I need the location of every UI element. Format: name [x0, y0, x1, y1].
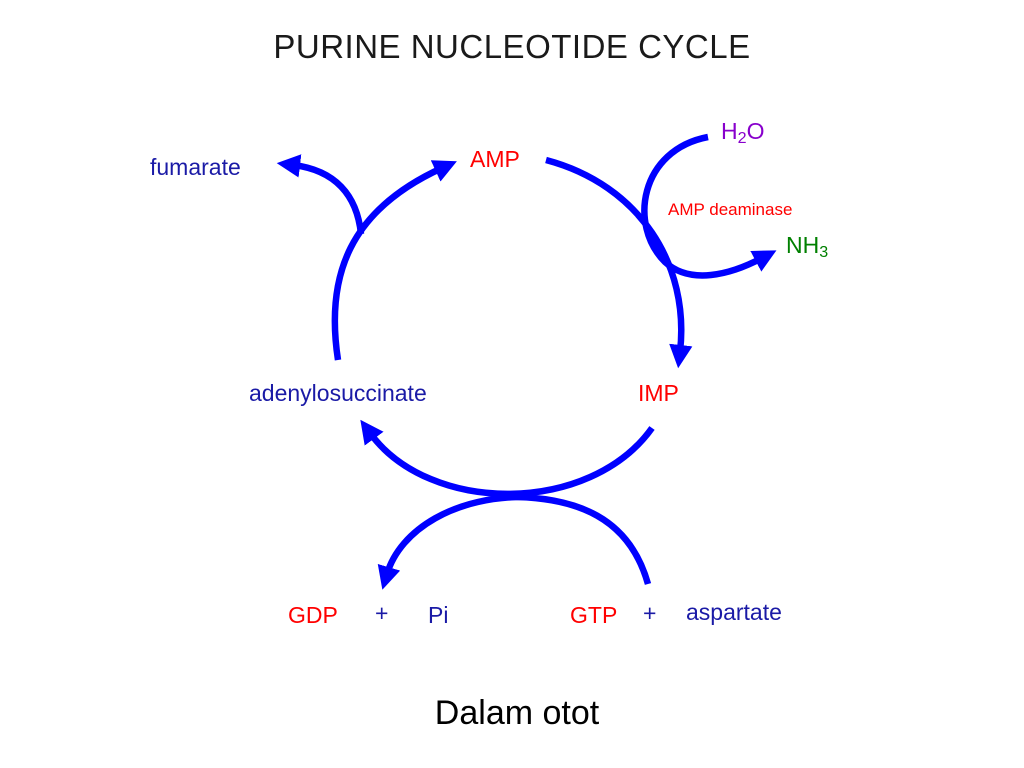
imp-label: IMP [638, 380, 679, 406]
amp-label: AMP [470, 146, 520, 172]
enzyme-label: AMP deaminase [668, 200, 793, 219]
arrow-gdp-pi-out [377, 493, 531, 590]
gtp-label: GTP [570, 602, 618, 628]
arrow-amp-to-imp [545, 156, 693, 369]
plus-right: + [643, 600, 657, 626]
aspartate-label: aspartate [686, 599, 782, 625]
arrow-adenylosuccinate-to-amp [331, 160, 457, 361]
plus-left: + [375, 600, 389, 626]
arrow-to-fumarate [276, 154, 365, 235]
arrow-gtp-aspartate-in [499, 493, 652, 585]
arrow-h2o-to-nh3 [641, 133, 777, 279]
fumarate-label: fumarate [150, 154, 241, 180]
arrow-imp-to-adenylosuccinate [360, 419, 655, 498]
diagram-title: PURINE NUCLEOTIDE CYCLE [273, 28, 751, 65]
adenylosuccinate-label: adenylosuccinate [249, 380, 427, 406]
nh3-label: NH3 [786, 232, 829, 262]
gdp-label: GDP [288, 602, 338, 628]
pi-label: Pi [428, 602, 449, 628]
caption: Dalam otot [434, 694, 600, 732]
h2o-label: H2O [721, 118, 765, 148]
